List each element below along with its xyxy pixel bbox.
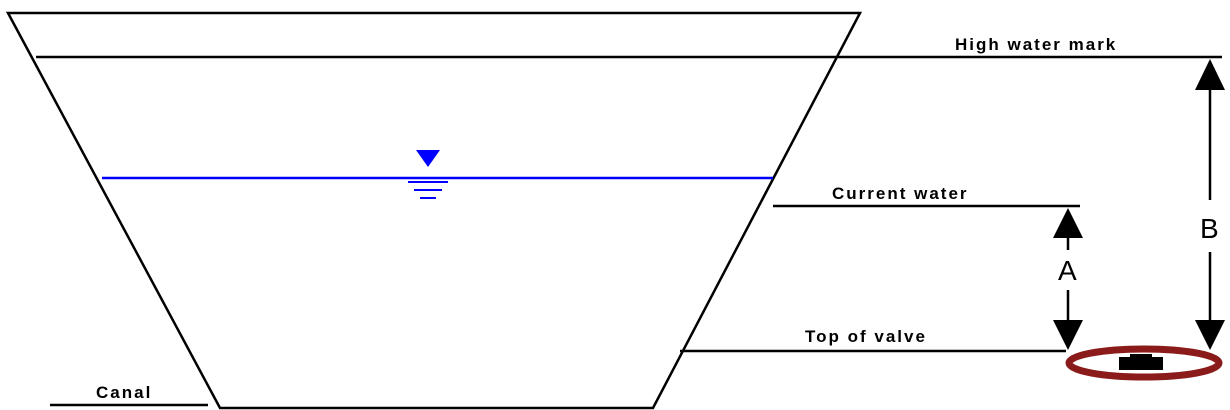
canal-label: Canal bbox=[96, 383, 152, 402]
dimension-a-label: A bbox=[1058, 255, 1077, 286]
dimension-b-arrow bbox=[1195, 59, 1225, 350]
dimension-b-label: B bbox=[1200, 213, 1219, 244]
current-water-label: Current water bbox=[832, 184, 969, 203]
canal-cross-section bbox=[5, 11, 863, 410]
top-of-valve-label: Top of valve bbox=[805, 327, 927, 346]
high-water-mark-label: High water mark bbox=[955, 35, 1117, 54]
dimension-a-arrow bbox=[1053, 208, 1083, 350]
water-surface-triangle-icon bbox=[408, 150, 448, 199]
valve-icon bbox=[1065, 345, 1223, 381]
